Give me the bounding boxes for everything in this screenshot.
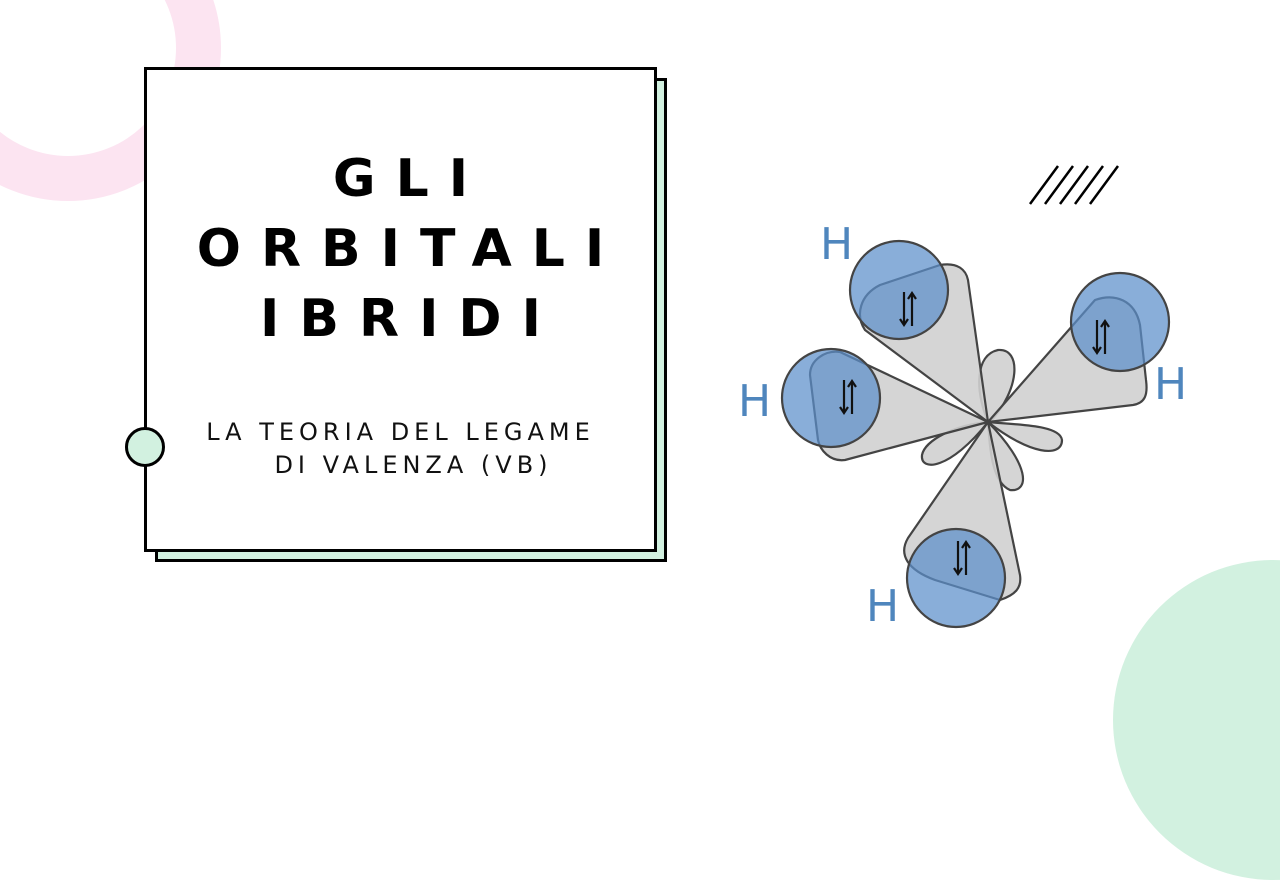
hydrogen-label-bottom: H	[866, 581, 900, 632]
hydrogen-label-right: H	[1154, 359, 1188, 410]
slide-title: GLI ORBITALI IBRIDI	[147, 144, 654, 354]
subtitle-line-1: LA TEORIA DEL LEGAME	[206, 418, 595, 446]
title-line-1: GLI	[332, 149, 489, 209]
hydrogen-orbital-left	[780, 347, 882, 449]
decorative-knob	[125, 427, 165, 467]
hydrogen-orbital-right	[1069, 271, 1171, 373]
hydrogen-orbital-bottom	[905, 527, 1007, 629]
hydrogen-label-left: H	[738, 376, 772, 427]
hydrogen-orbital-upper	[848, 239, 950, 341]
hydrogen-label-upper: H	[820, 219, 854, 270]
orbital-diagram-svg	[780, 239, 1171, 629]
title-line-2: ORBITALI	[196, 219, 625, 279]
hatch-lines-icon	[1028, 165, 1120, 205]
slide-subtitle: LA TEORIA DEL LEGAME DI VALENZA (VB)	[147, 416, 654, 482]
electron-pairs	[839, 291, 1110, 576]
electron-pair-right-icon	[1092, 319, 1110, 355]
title-line-3: IBRIDI	[260, 289, 561, 349]
electron-pair-upper-icon	[899, 291, 917, 327]
small-lobe-right	[986, 420, 1064, 452]
title-card: GLI ORBITALI IBRIDI LA TEORIA DEL LEGAME…	[144, 67, 657, 552]
subtitle-line-2: DI VALENZA (VB)	[274, 451, 553, 479]
hybrid-orbital-diagram: H H H H	[730, 200, 1210, 640]
electron-pair-bottom-icon	[953, 540, 971, 576]
electron-pair-left-icon	[839, 379, 857, 415]
